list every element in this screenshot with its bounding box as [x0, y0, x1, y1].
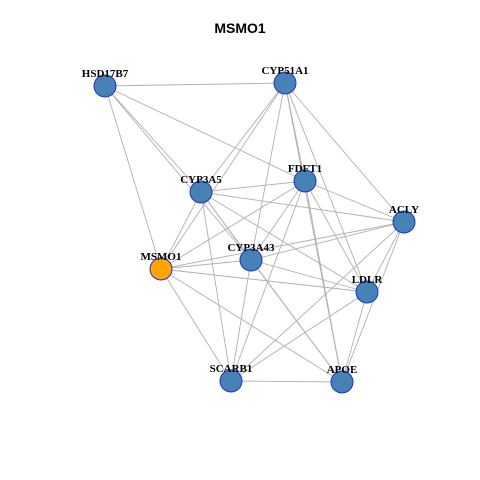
edge-hsd17b7-cyp51a1 [104, 82, 286, 87]
edge-cyp51a1-cyp3a43 [250, 82, 286, 261]
edge-cyp51a1-ldlr [284, 82, 368, 293]
edge-acly-apoe [341, 221, 405, 383]
node-label-cyp51a1: CYP51A1 [261, 65, 308, 77]
node-label-msmo1: MSMO1 [141, 251, 182, 263]
node-label-fdft1: FDFT1 [288, 163, 322, 175]
edge-cyp3a5-acly [200, 191, 405, 223]
edge-cyp3a5-msmo1 [160, 191, 202, 270]
edge-ldlr-apoe [341, 291, 368, 383]
node-cyp3a5 [189, 180, 213, 204]
edge-hsd17b7-cyp3a5 [104, 85, 202, 193]
node-apoe [330, 370, 354, 394]
edge-msmo1-cyp3a43 [160, 259, 252, 270]
edge-hsd17b7-msmo1 [104, 85, 162, 270]
node-label-cyp3a43: CYP3A43 [227, 242, 275, 254]
node-ldlr [355, 280, 379, 304]
edge-cyp3a43-scarb1 [230, 259, 252, 382]
edge-cyp51a1-msmo1 [160, 82, 286, 270]
node-label-scarb1: SCARB1 [210, 363, 253, 375]
edge-hsd17b7-fdft1 [104, 85, 306, 182]
node-cyp3a43 [239, 248, 263, 272]
edge-acly-msmo1 [160, 221, 405, 270]
edge-acly-scarb1 [230, 221, 405, 382]
node-fdft1 [293, 169, 317, 193]
edge-cyp3a5-scarb1 [200, 191, 232, 382]
edge-cyp51a1-cyp3a5 [200, 82, 286, 193]
node-label-acly: ACLY [389, 204, 419, 216]
edge-fdft1-cyp3a43 [250, 180, 306, 261]
diagram-title: MSMO1 [214, 20, 266, 36]
edge-fdft1-cyp3a5 [200, 180, 306, 193]
edge-cyp3a43-ldlr [250, 259, 368, 293]
edge-msmo1-scarb1 [160, 268, 232, 382]
node-hsd17b7 [93, 74, 117, 98]
edge-fdft1-apoe [304, 180, 343, 383]
edge-acly-cyp3a43 [250, 221, 405, 261]
node-acly [392, 210, 416, 234]
edge-layer [104, 82, 405, 383]
edge-msmo1-ldlr [160, 268, 368, 293]
node-cyp51a1 [273, 71, 297, 95]
edge-fdft1-ldlr [304, 180, 368, 293]
node-scarb1 [219, 369, 243, 393]
edge-ldlr-scarb1 [230, 291, 368, 382]
edge-acly-ldlr [366, 221, 405, 293]
node-label-apoe: APOE [327, 364, 358, 376]
node-label-ldlr: LDLR [352, 274, 384, 286]
node-layer [93, 71, 416, 394]
edge-msmo1-apoe [160, 268, 343, 383]
edge-fdft1-acly [304, 180, 405, 223]
node-label-cyp3a5: CYP3A5 [180, 174, 222, 186]
edge-cyp3a5-ldlr [200, 191, 368, 293]
edge-scarb1-apoe [230, 380, 343, 383]
node-label-hsd17b7: HSD17B7 [82, 68, 129, 80]
edge-cyp3a43-apoe [250, 259, 343, 383]
node-msmo1 [149, 257, 173, 281]
edge-hsd17b7-cyp3a43 [104, 85, 252, 261]
edge-cyp51a1-acly [284, 82, 405, 223]
edge-fdft1-msmo1 [160, 180, 306, 270]
